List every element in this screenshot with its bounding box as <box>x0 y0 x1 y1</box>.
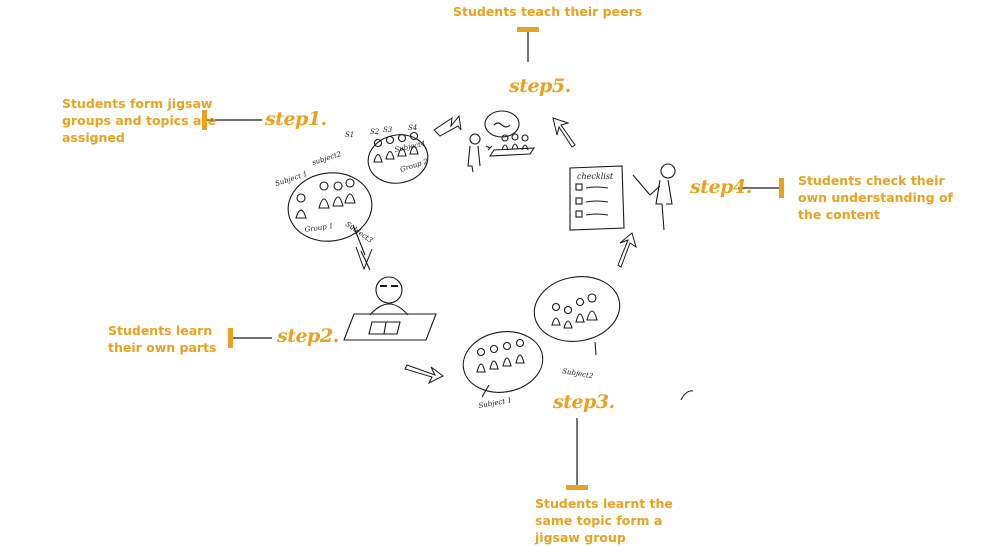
label-step1: Students form jigsaw groups and topics a… <box>62 96 217 145</box>
sketch-s2: S2 <box>370 128 380 136</box>
peer-teaching-sketch <box>467 110 536 173</box>
expert-groups-sketch <box>462 276 621 398</box>
sketch-s4: S4 <box>408 124 417 132</box>
student-figures-group1 <box>295 178 356 219</box>
sketch-subject4: Subject4 <box>394 140 426 154</box>
arrow-step4-to-step5 <box>552 117 576 148</box>
student-desk-sketch <box>343 276 437 341</box>
sketch-g3-subject1: Subject 1 <box>478 396 512 410</box>
arrow-step1-to-step5 <box>433 114 462 137</box>
callout-step4 <box>738 178 784 198</box>
arrow-step2-to-step3 <box>404 364 444 385</box>
decorative-stroke <box>680 390 694 401</box>
checklist-board-sketch <box>569 163 676 231</box>
step4-title: step4. <box>690 176 752 198</box>
arrow-step3-to-step4 <box>617 232 637 268</box>
sketch-g3-subject2: Subject2 <box>562 367 595 380</box>
step1-title: step1. <box>265 108 327 130</box>
sketch-subject2: subject2 <box>311 150 343 167</box>
sketch-subject1: Subject 1 <box>274 170 308 188</box>
label-step3: Students learnt the same topic form a ji… <box>535 496 673 545</box>
label-peer-teaching: Students teach their peers <box>453 4 643 19</box>
step5-title: step5. <box>509 75 571 97</box>
callout-step2 <box>228 328 272 348</box>
sketch-s3: S3 <box>383 126 393 134</box>
step3-title: step3. <box>553 391 615 413</box>
student-figures-group2 <box>373 131 419 163</box>
label-step4: Students check their own understanding o… <box>798 173 953 222</box>
group-sketch-text: Subject 1 subject2 Subject3 Subject4 Gro… <box>274 124 429 245</box>
sketch-group2: Group 2 <box>399 157 429 174</box>
step2-title: step2. <box>277 325 339 347</box>
callout-step3 <box>566 418 588 490</box>
sketch-checklist: checklist <box>577 172 614 181</box>
callout-top <box>517 27 539 62</box>
label-step2: Students learn their own parts <box>108 323 217 355</box>
sketch-group1: Group 1 <box>304 222 334 234</box>
sketch-s1: S1 <box>345 131 354 139</box>
callout-step1 <box>202 110 262 130</box>
group1-sketch <box>287 131 429 271</box>
